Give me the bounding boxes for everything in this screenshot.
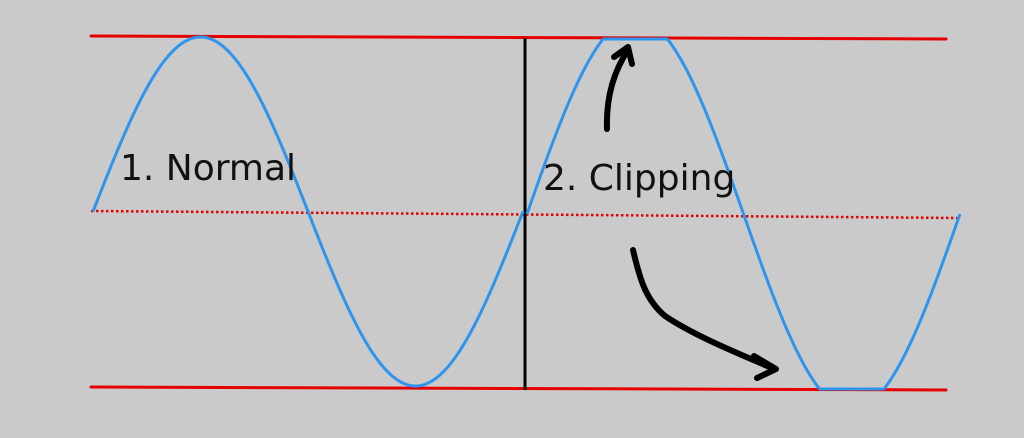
- clipped-sine-wave: [525, 37, 962, 391]
- clipping-label: 2. Clipping: [543, 158, 735, 199]
- lower-limit-line: [89, 385, 948, 392]
- normal-label: 1. Normal: [120, 148, 296, 189]
- arrow-to-clipped-trough-icon: [630, 247, 779, 381]
- arrow-to-clipped-peak-icon: [603, 44, 635, 132]
- upper-limit-line: [89, 34, 948, 41]
- normal-sine-wave: [91, 35, 525, 388]
